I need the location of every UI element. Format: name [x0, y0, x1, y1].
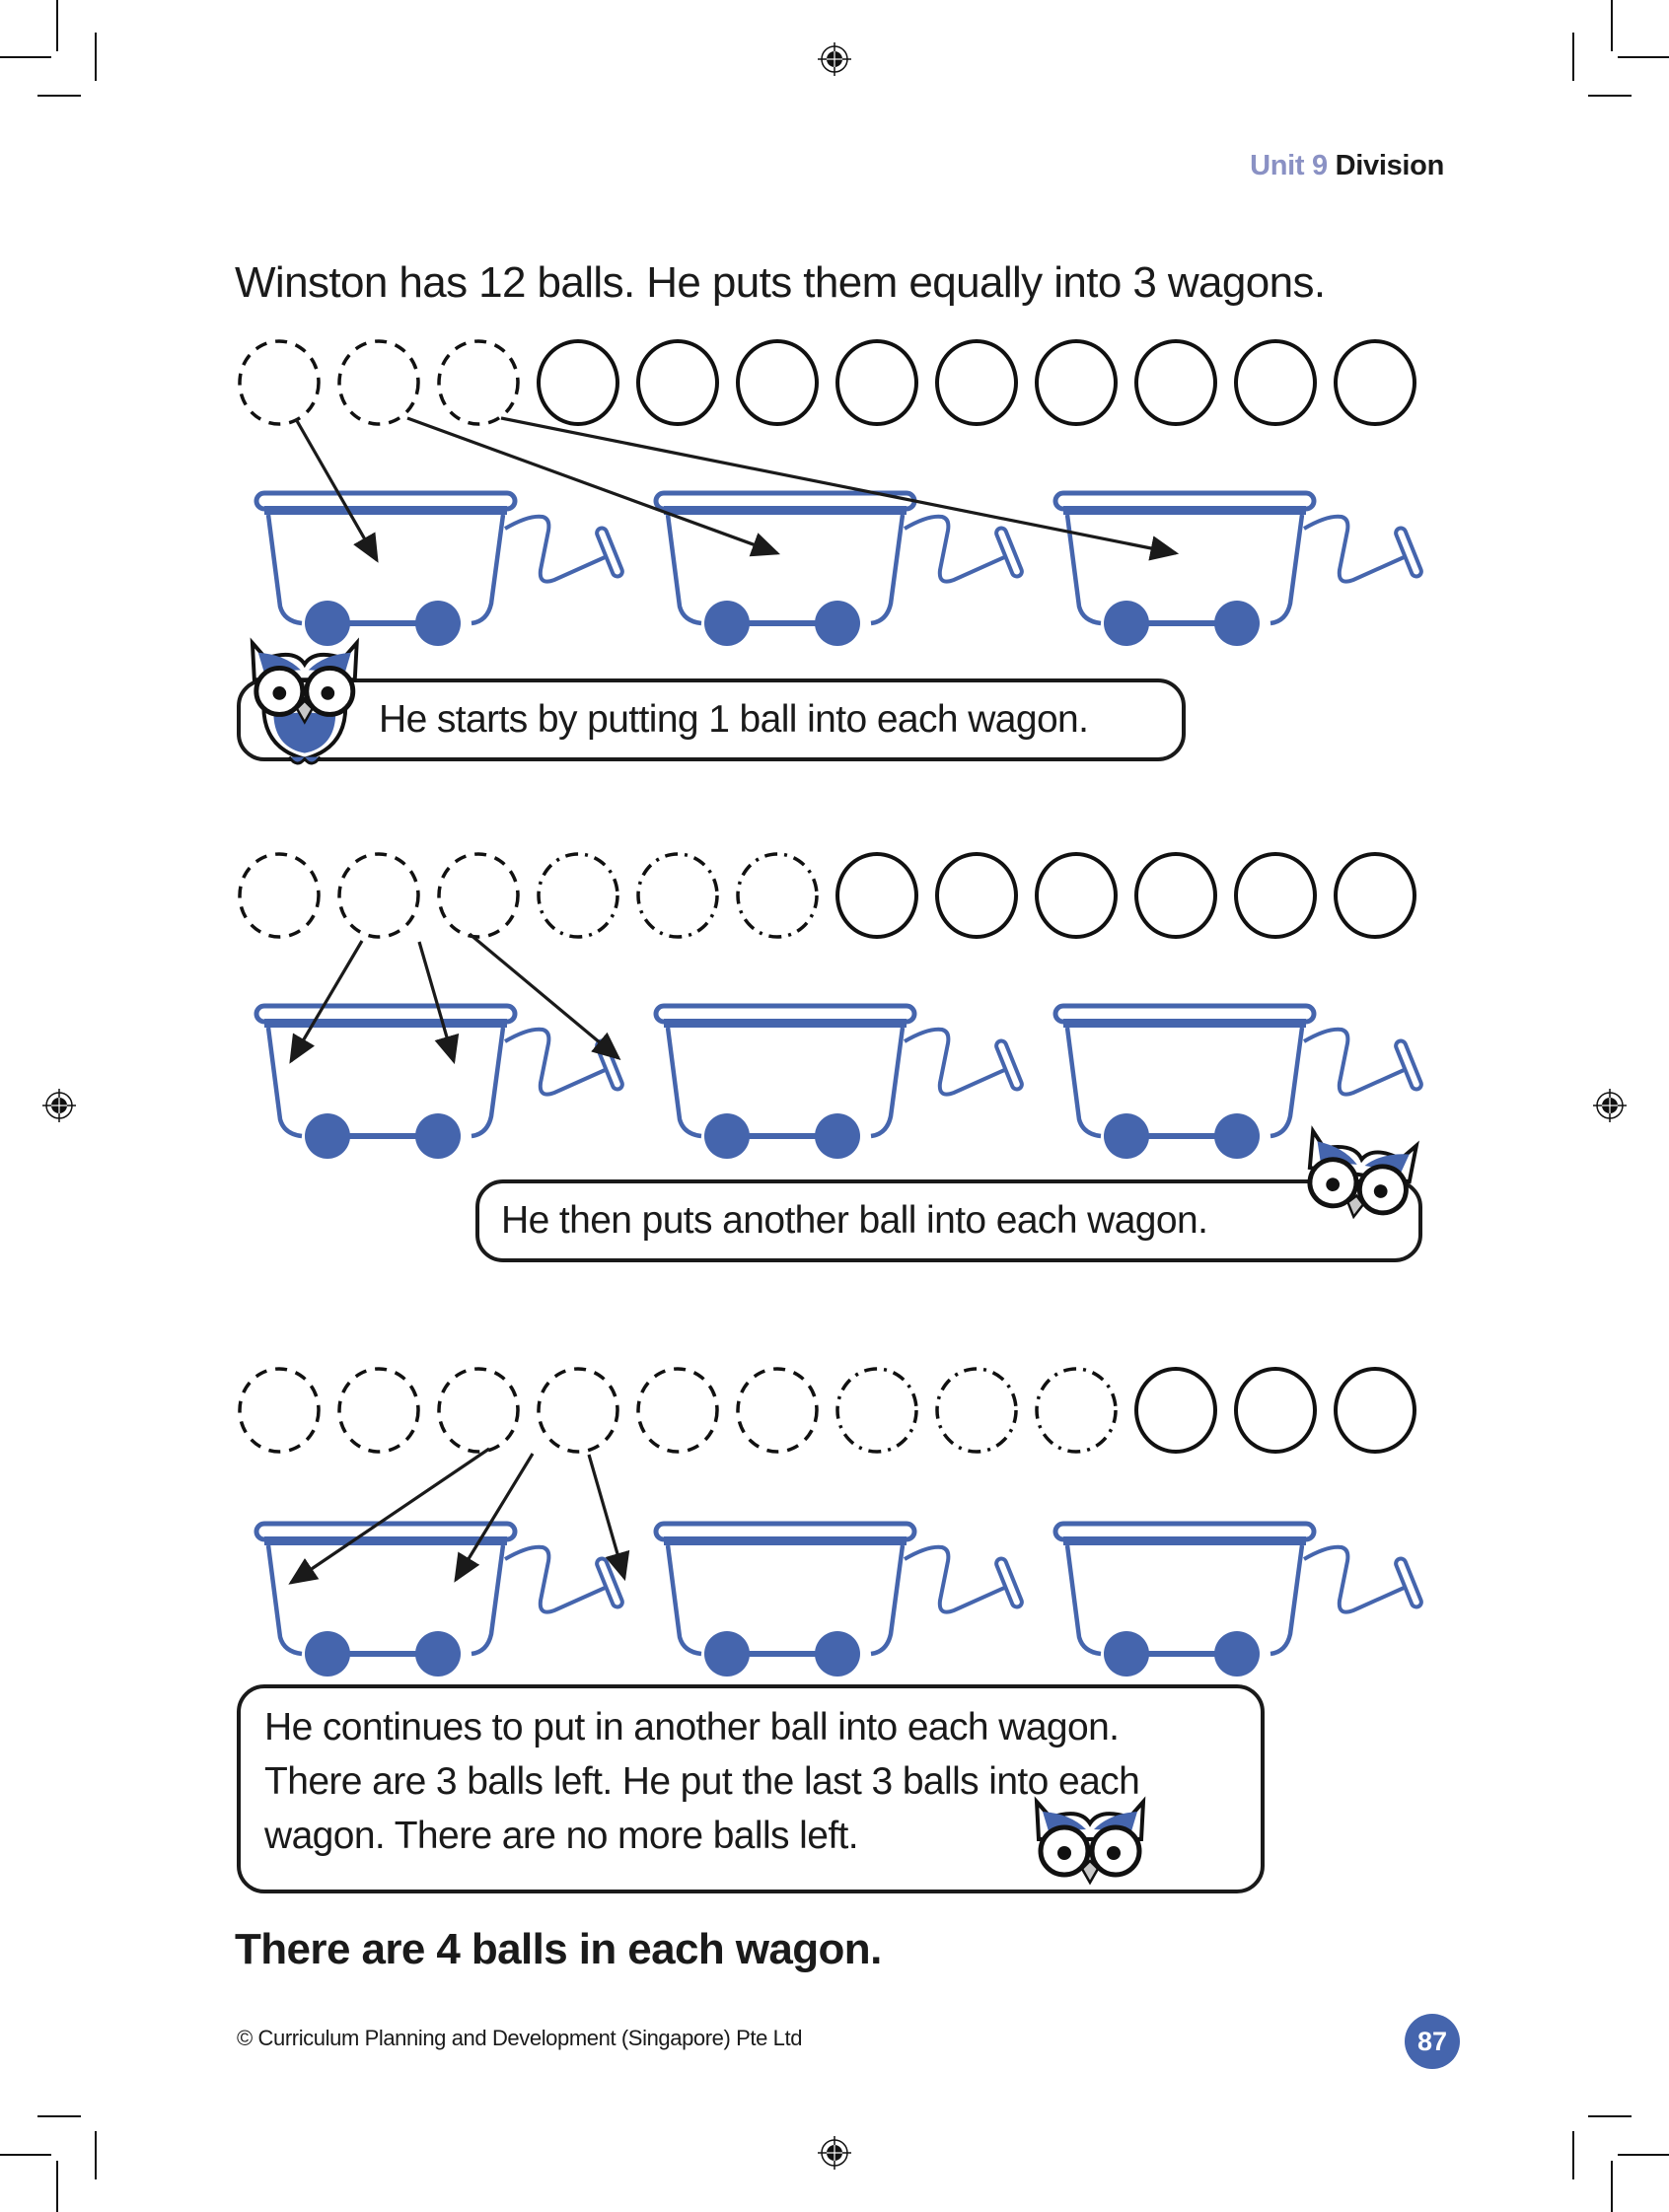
- unit-topic: Division: [1335, 150, 1445, 181]
- answer-statement: There are 4 balls in each wagon.: [235, 1925, 882, 1973]
- wagon-icon: [653, 1003, 1024, 1159]
- moved-ball-outline-icon: [736, 1367, 819, 1454]
- ball-row: [238, 339, 1416, 426]
- ball-icon: [935, 339, 1018, 426]
- wagon-icon: [653, 1521, 1024, 1677]
- page-number-badge: 87: [1405, 2014, 1460, 2069]
- ball-icon: [1134, 852, 1217, 939]
- step-3-line-1: He continues to put in another ball into…: [264, 1706, 1120, 1748]
- moved-ball-outline-icon: [736, 852, 819, 939]
- ball-icon: [636, 339, 719, 426]
- step-3-line-3: wagon. There are no more balls left.: [264, 1815, 859, 1857]
- arrow-icon: [468, 932, 621, 1061]
- arrow-icon: [500, 416, 1180, 561]
- moved-ball-outline-icon: [337, 339, 420, 426]
- moved-ball-outline-icon: [636, 852, 719, 939]
- ball-row: [238, 852, 1416, 939]
- step-3-line-2: There are 3 balls left. He put the last …: [264, 1760, 1140, 1803]
- ball-icon: [1234, 339, 1317, 426]
- ball-icon: [1035, 339, 1118, 426]
- ball-icon: [1035, 852, 1118, 939]
- arrow-icon: [288, 1447, 490, 1585]
- step-2-text: He then puts another ball into each wago…: [501, 1199, 1208, 1242]
- arrow-group: [294, 416, 1180, 563]
- copyright-notice: © Curriculum Planning and Development (S…: [237, 2026, 803, 2050]
- ball-icon: [1134, 339, 1217, 426]
- moved-ball-outline-icon: [238, 1367, 321, 1454]
- moved-ball-outline-icon: [437, 1367, 520, 1454]
- unit-label: Unit 9: [1250, 150, 1328, 181]
- registration-mark-icon: [818, 42, 851, 76]
- arrow-group: [288, 1447, 630, 1585]
- speech-bubble-step-3: He continues to put in another ball into…: [237, 1684, 1265, 1893]
- ball-icon: [935, 852, 1018, 939]
- registration-mark-icon: [42, 1089, 76, 1122]
- moved-ball-outline-icon: [337, 1367, 420, 1454]
- unit-header: Unit 9 Division: [1250, 150, 1444, 182]
- step-2-illustration: [238, 852, 1423, 1159]
- step-1-text: He starts by putting 1 ball into each wa…: [379, 698, 1089, 741]
- step-3-illustration: [238, 1367, 1423, 1677]
- moved-ball-outline-icon: [537, 852, 619, 939]
- moved-ball-outline-icon: [935, 1367, 1018, 1454]
- ball-icon: [1334, 1367, 1416, 1454]
- ball-icon: [537, 339, 619, 426]
- moved-ball-outline-icon: [437, 852, 520, 939]
- wagon-row: [254, 490, 1423, 646]
- arrow-icon: [406, 416, 781, 557]
- moved-ball-outline-icon: [238, 339, 321, 426]
- moved-ball-outline-icon: [1035, 1367, 1118, 1454]
- problem-statement: Winston has 12 balls. He puts them equal…: [235, 258, 1326, 307]
- division-steps: [238, 339, 1423, 1677]
- wagon-icon: [1052, 1003, 1423, 1159]
- speech-bubble-step-1: He starts by putting 1 ball into each wa…: [237, 678, 1186, 761]
- ball-icon: [1234, 1367, 1317, 1454]
- wagon-row: [254, 1521, 1423, 1677]
- speech-bubble-step-2: He then puts another ball into each wago…: [475, 1179, 1422, 1262]
- wagon-icon: [1052, 490, 1423, 646]
- arrow-icon: [454, 1453, 535, 1583]
- moved-ball-outline-icon: [835, 1367, 918, 1454]
- wagon-icon: [653, 490, 1024, 646]
- moved-ball-outline-icon: [238, 852, 321, 939]
- step-1-illustration: [238, 339, 1423, 646]
- moved-ball-outline-icon: [636, 1367, 719, 1454]
- ball-icon: [1234, 852, 1317, 939]
- ball-icon: [1134, 1367, 1217, 1454]
- wagon-row: [254, 1003, 1423, 1159]
- arrow-icon: [289, 940, 364, 1064]
- ball-icon: [835, 852, 918, 939]
- ball-icon: [835, 339, 918, 426]
- ball-row: [238, 1367, 1416, 1454]
- ball-icon: [736, 339, 819, 426]
- wagon-icon: [1052, 1521, 1423, 1677]
- wagon-icon: [254, 1521, 624, 1677]
- arrow-group: [289, 932, 621, 1065]
- moved-ball-outline-icon: [337, 852, 420, 939]
- ball-icon: [1334, 852, 1416, 939]
- moved-ball-outline-icon: [437, 339, 520, 426]
- registration-mark-icon: [818, 2136, 851, 2170]
- wagon-icon: [254, 490, 624, 646]
- ball-icon: [1334, 339, 1416, 426]
- arrow-icon: [294, 418, 379, 563]
- wagon-icon: [254, 1003, 624, 1159]
- arrow-icon: [417, 941, 460, 1065]
- moved-ball-outline-icon: [537, 1367, 619, 1454]
- registration-marks: [42, 42, 1627, 2170]
- arrow-icon: [587, 1454, 630, 1582]
- registration-mark-icon: [1593, 1089, 1627, 1122]
